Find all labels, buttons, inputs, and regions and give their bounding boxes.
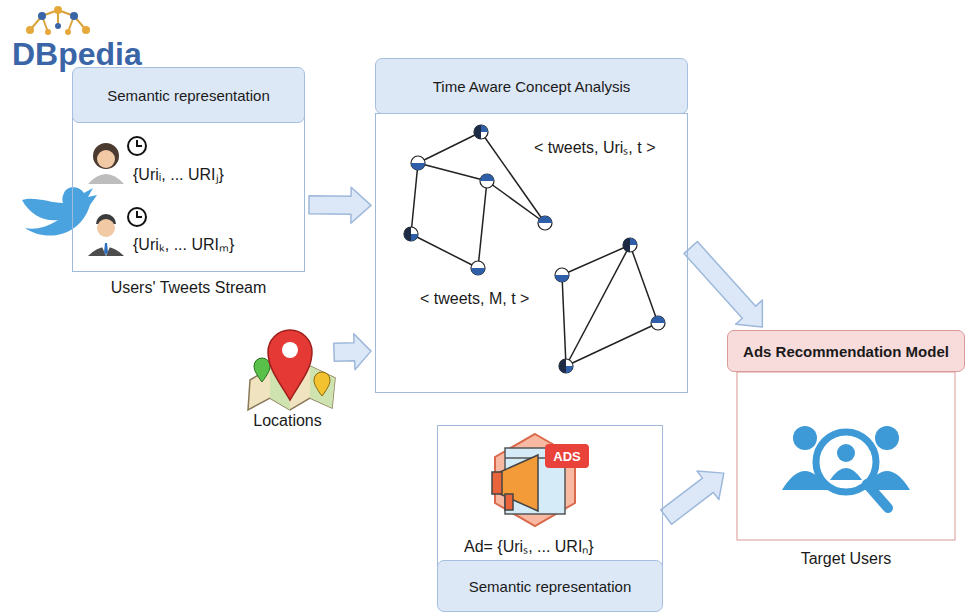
ads-icon (492, 434, 589, 526)
panel-caption: Users' Tweets Stream (72, 279, 305, 297)
concept-dot (651, 316, 665, 330)
target-users-icon (782, 426, 910, 508)
uri-set: {Uriₖ, ... URIₘ} (133, 233, 234, 255)
block-arrow (661, 471, 724, 524)
panel-box: Semantic representation{Uriᵢ, ... URIⱼ}{… (72, 112, 305, 272)
panel-header: Semantic representation (437, 560, 663, 612)
concept-dot (471, 261, 485, 275)
concept-dot (559, 359, 573, 373)
tuple-label: < tweets, M, t > (420, 290, 529, 308)
dbpedia-logo (26, 6, 90, 35)
block-arrow (309, 187, 371, 223)
panel-frame (737, 372, 955, 540)
uri-set: {Uriᵢ, ... URIⱼ} (133, 163, 224, 185)
panel-box: Ads Recommendation ModelTarget Users (727, 330, 965, 540)
tuple-label: < tweets, Uriₛ, t > (534, 136, 655, 158)
user-icon (88, 143, 124, 184)
ads-badge: ADS (545, 444, 589, 468)
model-header: Ads Recommendation Model (727, 330, 965, 372)
concept-dot (623, 238, 637, 252)
location-node: Locations (245, 320, 330, 432)
concept-node-dots (404, 125, 665, 373)
concept-dot (474, 125, 488, 139)
panel-header: Time Aware Concept Analysis (375, 58, 688, 114)
block-arrow (334, 334, 371, 370)
concept-dot (404, 227, 418, 241)
panel-header: Semantic representation (72, 67, 305, 123)
ad-uri-set: Ad= {Uriₛ, ... URIₙ} (464, 535, 594, 557)
icon-caption: Locations (235, 412, 340, 430)
panel-box: Ad= {Uriₛ, ... URIₙ}Semantic representat… (437, 425, 663, 575)
block-arrow (684, 242, 762, 327)
panel-box: Time Aware Concept Analysis< tweets, Uri… (375, 113, 688, 393)
concept-graph (411, 132, 658, 366)
logo-text: DBpedia (12, 36, 142, 73)
twitter-bird (22, 187, 97, 235)
user-icon (88, 214, 124, 256)
panel-caption: Target Users (727, 550, 965, 568)
concept-dot (411, 156, 425, 170)
concept-dot (555, 268, 569, 282)
concept-dot (538, 216, 552, 230)
map-icon (248, 330, 335, 410)
concept-dot (480, 174, 494, 188)
